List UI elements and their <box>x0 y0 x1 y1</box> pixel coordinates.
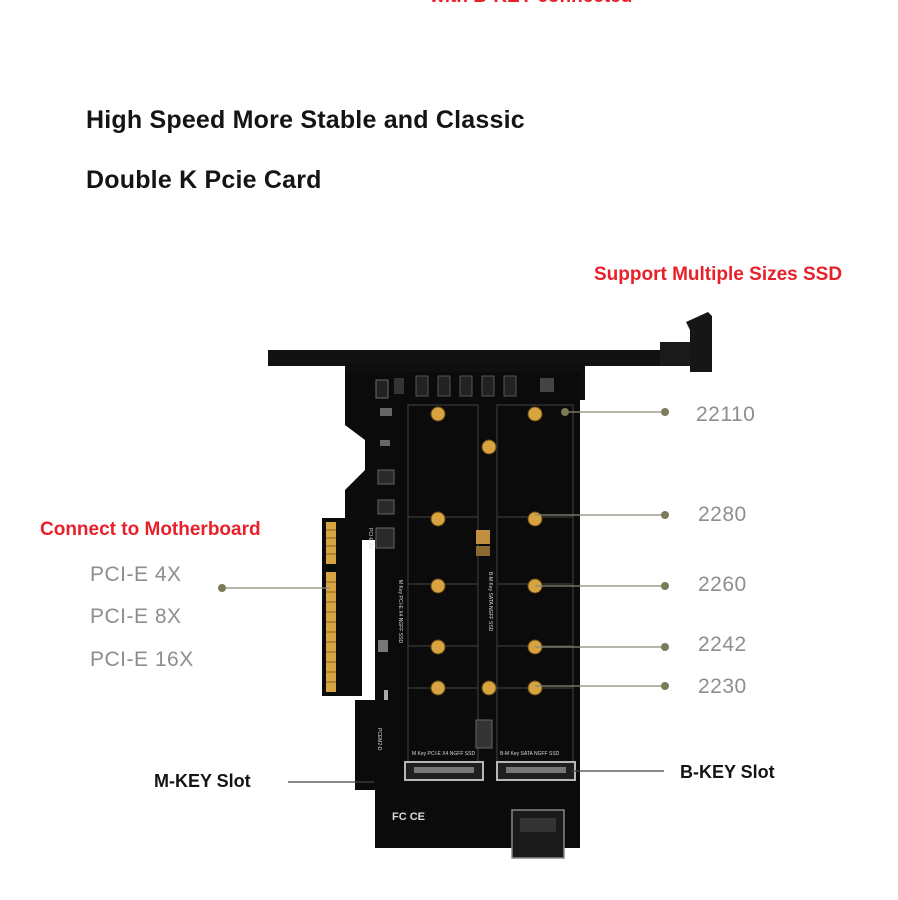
pcie-option-8x: PCI-E 8X <box>90 605 182 628</box>
top-cut-caption: with B-KEY connected <box>430 0 632 8</box>
leader-lines <box>218 408 669 783</box>
m2-slot-m-key <box>404 761 484 781</box>
silk-m-key-vertical: M Key PCI-E X4 NGFF SSD <box>397 580 403 643</box>
silk-left-slot-label: M Key PCI-E X4 NGFF SSD <box>412 751 475 757</box>
motherboard-callout-title: Connect to Motherboard <box>40 519 261 540</box>
size-label-2260: 2260 <box>698 573 747 596</box>
standoff-holes <box>430 406 543 696</box>
sizes-callout-title: Support Multiple Sizes SSD <box>594 264 843 285</box>
silk-b-key-vertical: B-M Key SATA NGFF SSD <box>487 572 493 632</box>
silk-right-slot-label: B-M Key SATA NGFF SSD <box>500 751 560 757</box>
pcie-edge-connector <box>326 522 336 692</box>
size-label-2242: 2242 <box>698 633 747 656</box>
pcie-option-4x: PCI-E 4X <box>90 563 182 586</box>
m-key-slot-label: M-KEY Slot <box>154 771 251 791</box>
b-key-slot-label: B-KEY Slot <box>680 762 775 782</box>
m2-slot-b-key <box>496 761 576 781</box>
size-label-2280: 2280 <box>698 503 747 526</box>
headline-line-1: High Speed More Stable and Classic <box>86 106 525 134</box>
pcie-option-16x: PCI-E 16X <box>90 648 194 671</box>
size-label-2230: 2230 <box>698 675 747 698</box>
sata-connector <box>511 809 565 859</box>
pcb-silkscreen: M Key PCI-E X4 NGFF SSD B-M Key SATA NGF… <box>367 528 560 823</box>
headline-line-2: Double K Pcie Card <box>86 166 322 194</box>
silk-cert-marks: FC CE <box>392 811 425 823</box>
pcb-components <box>375 375 554 749</box>
silk-pcie-marking: PCI-E 4X <box>367 528 373 550</box>
size-label-22110: 22110 <box>696 403 756 426</box>
silk-model: PCEM2-D <box>376 728 382 751</box>
